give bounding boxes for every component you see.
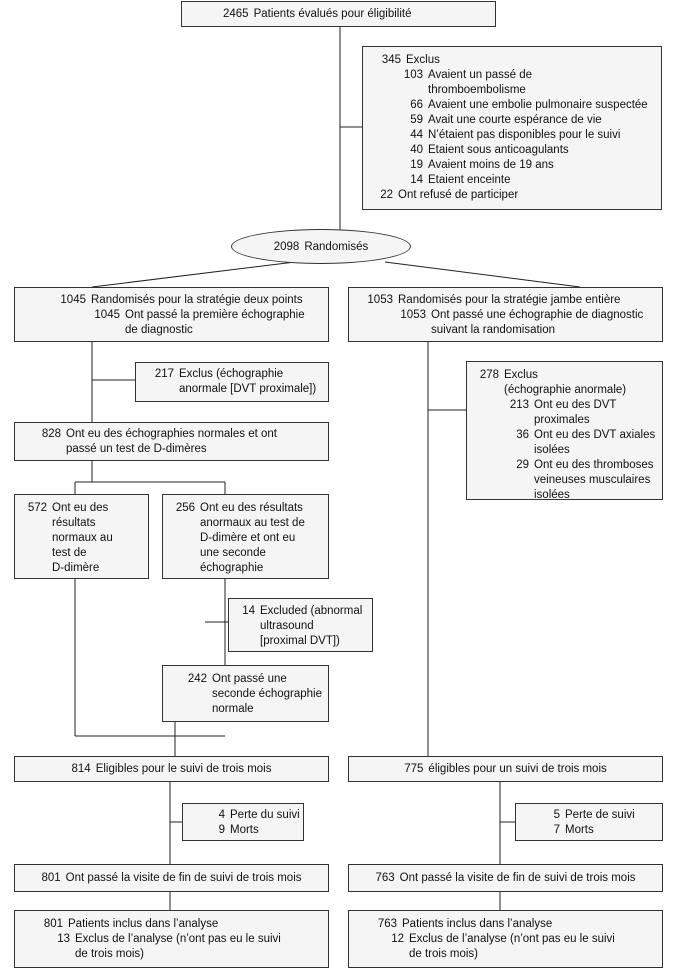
exclusion-item: 36 Ont eu des DVT axiales — [516, 429, 656, 441]
left-normal-ultrasound-box: 828 Ont eu des échographies normales et … — [14, 422, 329, 461]
exclusion-reason: 44 N’étaient pas disponibles pour le sui… — [410, 129, 621, 141]
exclusion-reason: 14 Etaient enceinte — [410, 174, 511, 186]
left-excluded-box: 217 Exclus (échographie anormale [DVT pr… — [135, 362, 329, 402]
right-randomized-box: 1053 Randomisés pour la stratégie jambe … — [348, 287, 663, 342]
left-randomized-box: 1045 Randomisés pour la stratégie deux p… — [14, 287, 329, 342]
left-visit-box: 801 Ont passé la visite de fin de suivi … — [14, 864, 329, 892]
exclusion-reason: 59 Avait une courte espérance de vie — [410, 114, 602, 126]
count: 2098 — [273, 240, 300, 253]
right-eligible-box: 775 éligibles pour un suivi de trois moi… — [348, 756, 663, 782]
label: Patients évalués pour éligibilité — [253, 8, 412, 20]
label: Exclus — [406, 54, 440, 66]
left-lost-box: 4 Perte du suivi 9 Morts — [182, 803, 304, 841]
exclusion-reason: 103 Avaient un passé de — [403, 69, 533, 81]
second-normal-box: 242 Ont passé une seconde échographie no… — [162, 665, 329, 722]
right-analysis-box: 763 Patients inclus dans l’analyse 12 Ex… — [348, 910, 663, 968]
exclusion-item: 213 Ont eu des DVT — [509, 399, 617, 411]
initial-exclusions-box: 345 Exclus 103 Avaient un passé de throm… — [362, 46, 662, 210]
count: 345 — [381, 54, 401, 66]
refused-row: 22 Ont refusé de participer — [380, 189, 519, 201]
exclusion-reason: 19 Avaient moins de 19 ans — [410, 159, 554, 171]
exclusion-item: 29 Ont eu des thromboses — [516, 459, 654, 471]
count: 2465 — [223, 8, 249, 20]
randomized-ellipse: 2098 Randomisés — [231, 229, 411, 264]
ddimer-normal-box: 572 Ont eu des résultats normaux au test… — [14, 494, 149, 579]
right-visit-box: 763 Ont passé la visite de fin de suivi … — [348, 864, 663, 892]
total-patients-box: 2465 Patients évalués pour éligibilité — [181, 1, 496, 27]
exclusion-reason: 40 Etaient sous anticoagulants — [410, 144, 569, 156]
exclusion-reason: 66 Avaient une embolie pulmonaire suspec… — [410, 99, 648, 111]
right-excluded-box: 278 Exclus (échographie anormale) 213 On… — [466, 361, 663, 501]
left-excluded-second-box: 14 Excluded (abnormal ultrasound [proxim… — [228, 598, 373, 652]
right-lost-box: 5 Perte de suivi 7 Morts — [515, 803, 663, 841]
left-eligible-box: 814 Eligibles pour le suivi de trois moi… — [14, 756, 329, 782]
left-analysis-box: 801 Patients inclus dans l’analyse 13 Ex… — [14, 910, 329, 968]
label: Randomisés — [304, 240, 369, 253]
ddimer-abnormal-box: 256 Ont eu des résultats anormaux au tes… — [162, 494, 329, 579]
